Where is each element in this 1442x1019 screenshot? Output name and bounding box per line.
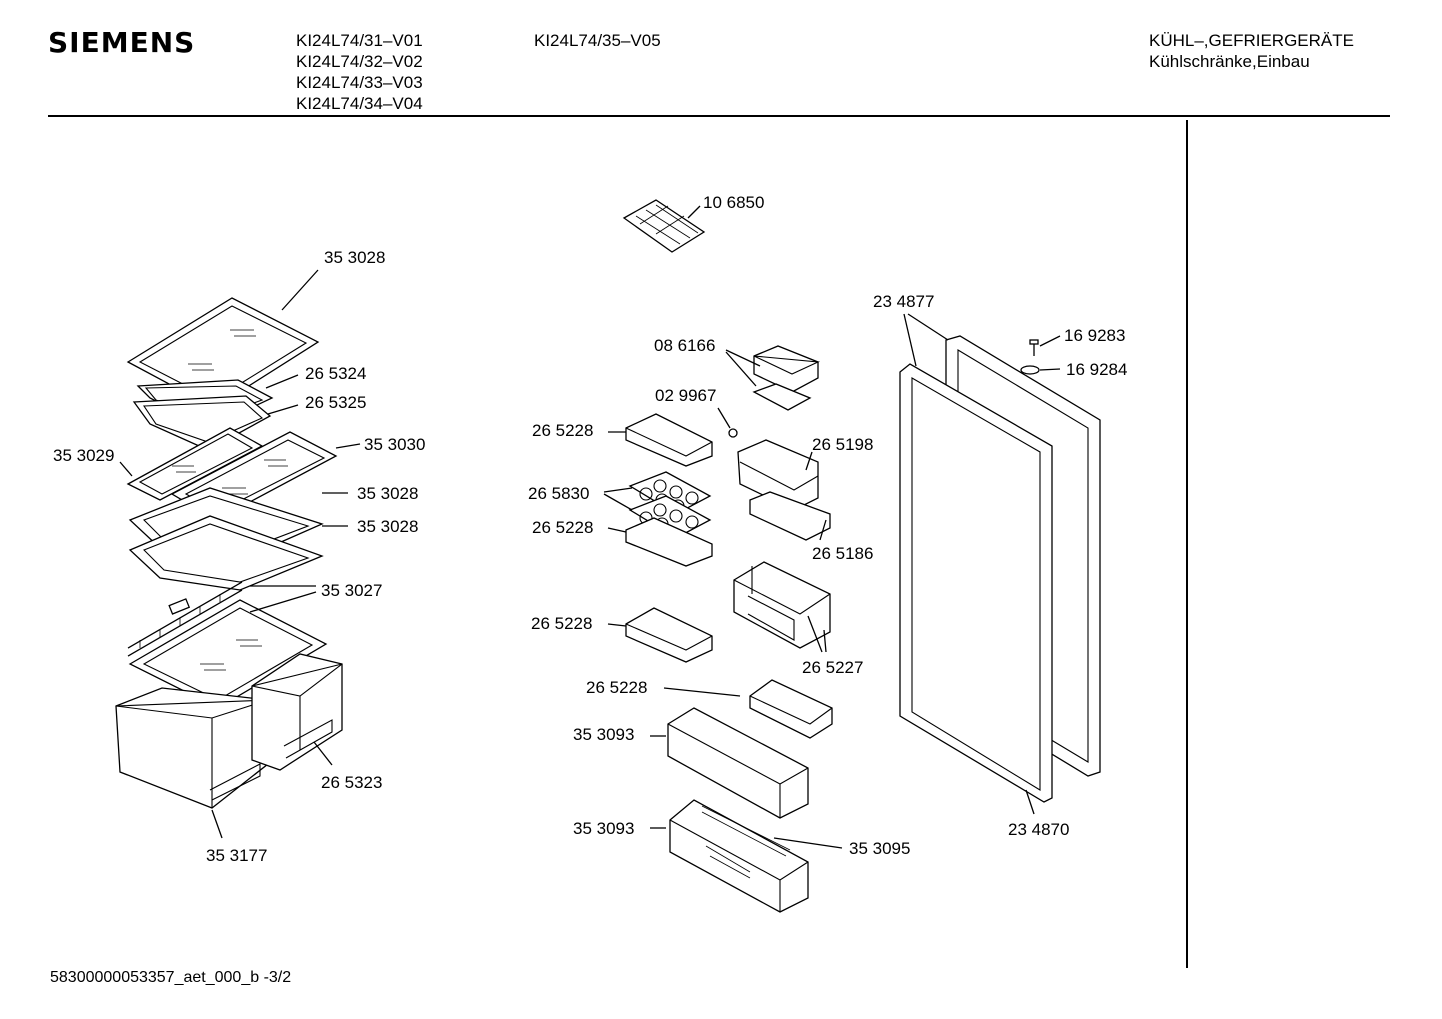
- glass-shelf-lower: [128, 515, 324, 591]
- part-label: 10 6850: [703, 193, 764, 212]
- door-gasket: [899, 363, 1053, 803]
- ice-cube-tray: [622, 199, 706, 253]
- cover-flap: [749, 491, 831, 541]
- hinge-cap: [1020, 365, 1040, 375]
- part-label: 16 9283: [1064, 326, 1125, 345]
- part-label: 26 5228: [586, 678, 647, 697]
- part-label: 26 5186: [812, 544, 873, 563]
- crisper-drawer-right: [251, 653, 343, 771]
- part-label: 23 4870: [1008, 820, 1069, 839]
- category-title: KÜHL–,GEFRIERGERÄTE: [1149, 31, 1354, 50]
- model-number: KI24L74/35–V05: [534, 31, 661, 50]
- part-label: 35 3177: [206, 846, 267, 865]
- document-footer: 58300000053357_aet_000_b -3/2: [50, 969, 291, 987]
- part-label: 26 5228: [532, 518, 593, 537]
- door-tray-a: [625, 413, 713, 467]
- part-label: 02 9967: [655, 386, 716, 405]
- door-tray-c: [625, 607, 713, 663]
- hinged-cover: [737, 439, 819, 511]
- door-shelf-large-b: [669, 799, 809, 913]
- part-label: 26 5830: [528, 484, 589, 503]
- page-number: -3/2: [263, 969, 292, 986]
- part-label: 35 3095: [849, 839, 910, 858]
- part-label: 26 5228: [532, 421, 593, 440]
- part-label: 26 5323: [321, 773, 382, 792]
- part-label: 35 3028: [324, 248, 385, 267]
- model-number: KI24L74/34–V04: [296, 94, 423, 113]
- brand-logo: SIEMENS: [48, 26, 196, 59]
- model-number: KI24L74/32–V02: [296, 52, 423, 71]
- model-number: KI24L74/33–V03: [296, 73, 423, 92]
- door-tray-b: [625, 517, 713, 567]
- part-label: 35 3093: [573, 819, 634, 838]
- document-id: 58300000053357_aet_000_b: [50, 969, 260, 986]
- part-label: 35 3030: [364, 435, 425, 454]
- part-label: 35 3029: [53, 446, 114, 465]
- part-label: 23 4877: [873, 292, 934, 311]
- bottle-holder: [733, 561, 831, 649]
- category-subtitle: Kühlschränke,Einbau: [1149, 52, 1310, 71]
- door-pin: [728, 428, 738, 438]
- leader-lines: [119, 205, 1061, 849]
- part-label: 26 5324: [305, 364, 366, 383]
- crisper-drawer-left: [115, 687, 269, 809]
- part-label: 35 3093: [573, 725, 634, 744]
- part-label: 16 9284: [1066, 360, 1127, 379]
- part-label: 35 3027: [321, 581, 382, 600]
- part-label: 26 5227: [802, 658, 863, 677]
- butter-compartment: [752, 345, 821, 411]
- part-label: 35 3028: [357, 517, 418, 536]
- part-label: 26 5325: [305, 393, 366, 412]
- door-tray-d: [749, 679, 833, 739]
- door-shelf-large-a: [667, 707, 809, 819]
- model-number: KI24L74/31–V01: [296, 31, 423, 50]
- model-list-secondary: KI24L74/35–V05: [534, 30, 661, 51]
- hinge-screw: [1029, 339, 1039, 356]
- part-label: 08 6166: [654, 336, 715, 355]
- model-list-primary: KI24L74/31–V01 KI24L74/32–V02 KI24L74/33…: [296, 30, 423, 114]
- part-label: 26 5198: [812, 435, 873, 454]
- part-label: 35 3028: [357, 484, 418, 503]
- category-block: KÜHL–,GEFRIERGERÄTE Kühlschränke,Einbau: [1149, 30, 1354, 72]
- part-label: 26 5228: [531, 614, 592, 633]
